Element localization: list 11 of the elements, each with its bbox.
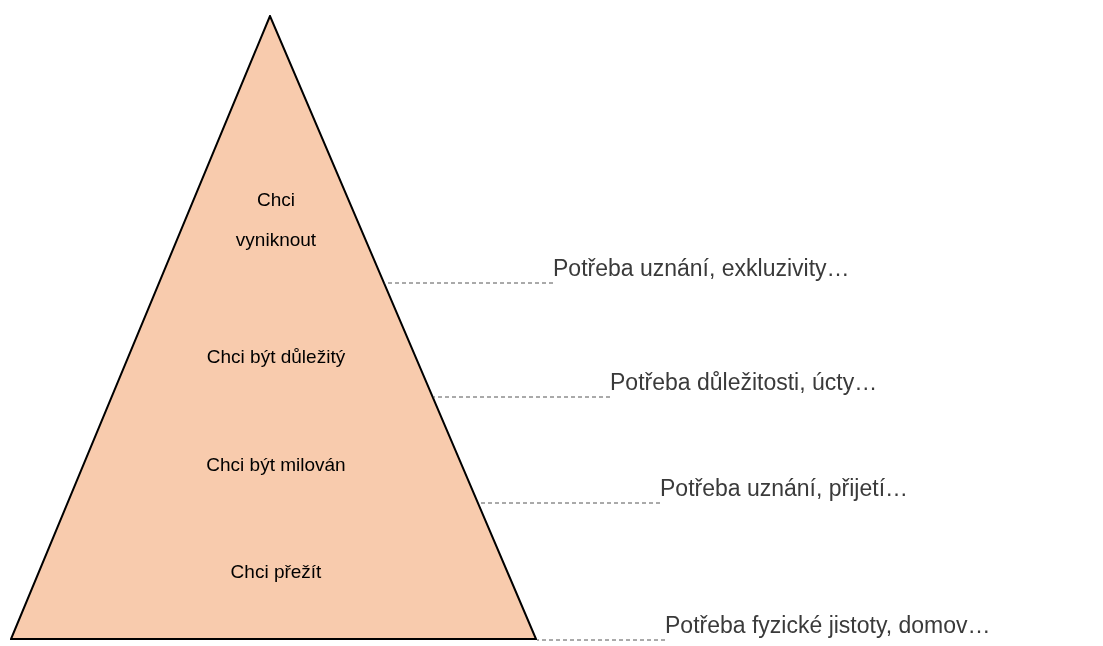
leader-line bbox=[384, 282, 554, 284]
level-label: Chci vyniknout bbox=[234, 188, 318, 252]
leader-line bbox=[432, 396, 611, 398]
leader-line bbox=[536, 639, 666, 641]
level-label: Chci být milován bbox=[205, 453, 347, 477]
need-description: Potřeba uznání, přijetí… bbox=[660, 474, 909, 503]
need-description: Potřeba uznání, exkluzivity… bbox=[553, 254, 850, 283]
level-label: Chci přežít bbox=[229, 560, 323, 584]
level-label: Chci být důležitý bbox=[205, 345, 347, 369]
need-description: Potřeba fyzické jistoty, domov… bbox=[665, 611, 991, 640]
need-description: Potřeba důležitosti, úcty… bbox=[610, 368, 878, 397]
